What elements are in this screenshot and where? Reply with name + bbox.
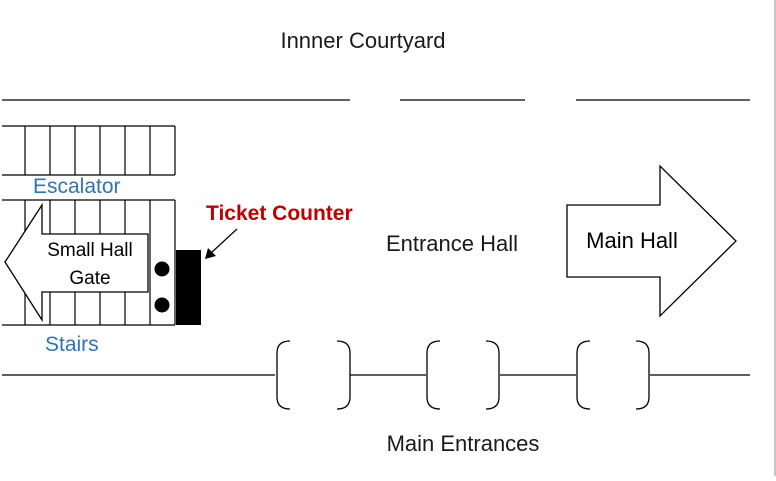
entrance-hall-label: Entrance Hall — [386, 231, 518, 256]
ticket-counter-pointer — [205, 228, 238, 259]
ticket-counter-block — [176, 250, 201, 325]
main-hall-label: Main Hall — [586, 228, 678, 253]
ticket-counter-seat — [154, 297, 170, 313]
inner-courtyard-label: Innner Courtyard — [280, 28, 445, 53]
ticket-counter-label: Ticket Counter — [206, 202, 353, 225]
main-entrances-label: Main Entrances — [387, 431, 540, 456]
escalator-steps — [2, 125, 176, 176]
small-hall-gate-arrow — [4, 202, 149, 323]
stairs-label: Stairs — [45, 333, 99, 356]
escalator-label: Escalator — [33, 175, 121, 198]
main-hall-arrow — [566, 164, 737, 318]
main-entrance-door — [426, 340, 500, 410]
main-entrance-door — [576, 340, 650, 410]
main-entrance-door — [276, 340, 351, 410]
ticket-counter-seat — [154, 261, 170, 277]
small-hall-gate-label-line2: Gate — [69, 268, 110, 289]
small-hall-gate-label-line1: Small Hall — [47, 240, 133, 261]
